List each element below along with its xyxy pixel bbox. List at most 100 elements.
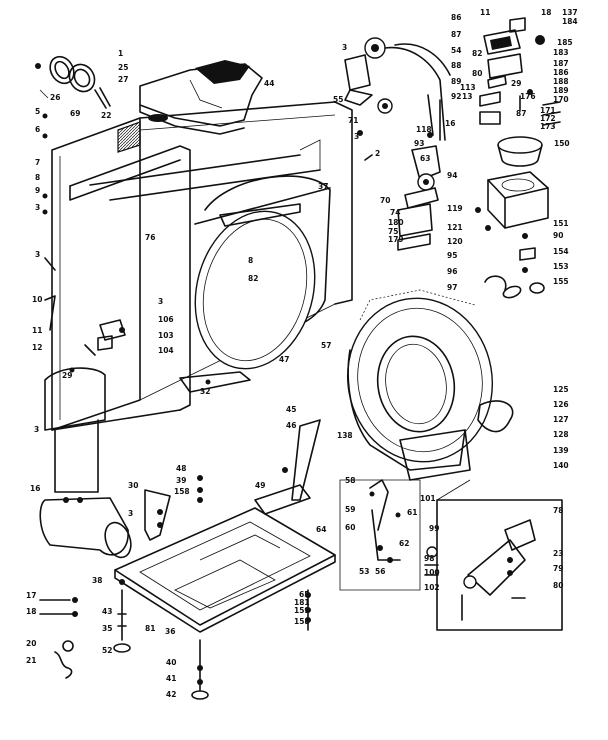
part-number-label: 158	[294, 617, 310, 626]
part-number-label: 137	[562, 8, 578, 17]
part-number-label: 21	[26, 656, 36, 665]
part-number-label: 9	[35, 186, 40, 195]
part-number-label: 183	[553, 48, 569, 57]
left-side-parts	[42, 113, 126, 373]
part-number-label: 87	[516, 109, 526, 118]
part-number-label: 38	[92, 576, 102, 585]
door-hinge-assembly	[339, 479, 439, 591]
part-number-label: 78	[553, 506, 563, 515]
part-number-label: 159	[294, 606, 310, 615]
part-number-label: 65	[299, 590, 309, 599]
part-number-label: 86	[451, 13, 461, 22]
part-number-label: 18	[541, 8, 551, 17]
part-number-label: 36	[165, 627, 175, 636]
part-number-label: 32	[200, 387, 210, 396]
part-number-label: 127	[553, 415, 569, 424]
part-number-label: 3	[35, 250, 40, 259]
part-number-label: 102	[424, 583, 440, 592]
part-number-label: 57	[321, 341, 331, 350]
part-number-label: 29	[62, 371, 72, 380]
part-number-label: 13	[462, 92, 472, 101]
part-number-label: 3	[354, 132, 359, 141]
part-number-label: 155	[553, 277, 569, 286]
part-number-label: 42	[166, 690, 176, 699]
part-number-label: 17	[26, 591, 36, 600]
thermostat-parts	[479, 17, 561, 126]
part-number-label: 82	[248, 274, 258, 283]
part-number-label: 6	[35, 125, 40, 134]
part-number-label: 74	[390, 208, 400, 217]
part-number-label: 87	[451, 30, 461, 39]
part-number-label: 3	[342, 43, 347, 52]
part-number-label: 75	[388, 227, 398, 236]
part-number-label: 113	[460, 83, 476, 92]
part-number-label: 106	[158, 315, 174, 324]
part-number-label: 56	[375, 567, 385, 576]
part-number-label: 94	[447, 171, 457, 180]
part-number-label: 69	[70, 109, 80, 118]
part-number-label: 3	[35, 203, 40, 212]
small-hardware	[39, 371, 288, 679]
part-number-label: 30	[128, 481, 138, 490]
part-number-label: 1	[118, 49, 123, 58]
part-number-label: 119	[447, 204, 463, 213]
part-number-label: 25	[118, 63, 128, 72]
part-number-label: 76	[145, 233, 155, 242]
part-number-label: 93	[414, 139, 424, 148]
part-number-label: 176	[520, 92, 536, 101]
part-number-label: 153	[553, 262, 569, 271]
motor-assembly	[344, 37, 451, 251]
part-number-label: 26	[50, 93, 60, 102]
part-number-label: 71	[348, 116, 358, 125]
part-number-label: 55	[333, 95, 343, 104]
part-number-label: 180	[388, 218, 404, 227]
part-number-label: 151	[553, 219, 569, 228]
door-switch-inset	[436, 479, 563, 631]
part-number-label: 185	[557, 38, 573, 47]
part-number-label: 104	[158, 346, 174, 355]
part-number-label: 92	[451, 92, 461, 101]
top-cover	[139, 60, 263, 135]
part-number-label: 44	[264, 79, 274, 88]
part-number-label: 188	[553, 77, 569, 86]
vent-rings	[35, 55, 111, 109]
part-number-label: 52	[102, 646, 112, 655]
part-number-label: 10	[32, 295, 42, 304]
part-number-label: 101	[420, 494, 436, 503]
part-number-label: 61	[407, 508, 417, 517]
part-number-label: 59	[345, 505, 355, 514]
part-number-label: 100	[424, 568, 440, 577]
part-number-label: 158	[174, 487, 190, 496]
part-number-label: 80	[553, 581, 563, 590]
part-number-label: 150	[554, 139, 570, 148]
part-number-label: 103	[158, 331, 174, 340]
part-number-label: 20	[26, 639, 36, 648]
part-number-label: 40	[166, 658, 176, 667]
part-number-label: 189	[553, 86, 569, 95]
part-number-label: 79	[553, 564, 563, 573]
part-number-label: 95	[447, 251, 457, 260]
part-number-label: 47	[279, 355, 289, 364]
part-number-label: 139	[553, 446, 569, 455]
part-number-label: 172	[540, 114, 556, 123]
part-number-label: 184	[562, 17, 578, 26]
part-number-label: 63	[420, 154, 430, 163]
part-number-label: 126	[553, 400, 569, 409]
part-number-label: 11	[32, 326, 42, 335]
part-number-label: 154	[553, 247, 569, 256]
part-number-label: 187	[553, 59, 569, 68]
part-number-label: 45	[286, 405, 296, 414]
part-number-label: 80	[472, 69, 482, 78]
part-number-label: 58	[345, 476, 355, 485]
part-number-label: 60	[345, 523, 355, 532]
part-number-label: 54	[451, 46, 461, 55]
center-bracket	[144, 419, 321, 541]
part-number-label: 43	[102, 607, 112, 616]
part-number-label: 8	[35, 173, 40, 182]
part-number-label: 125	[553, 385, 569, 394]
part-number-label: 62	[399, 539, 409, 548]
part-number-label: 82	[472, 49, 482, 58]
part-number-label: 186	[553, 68, 569, 77]
